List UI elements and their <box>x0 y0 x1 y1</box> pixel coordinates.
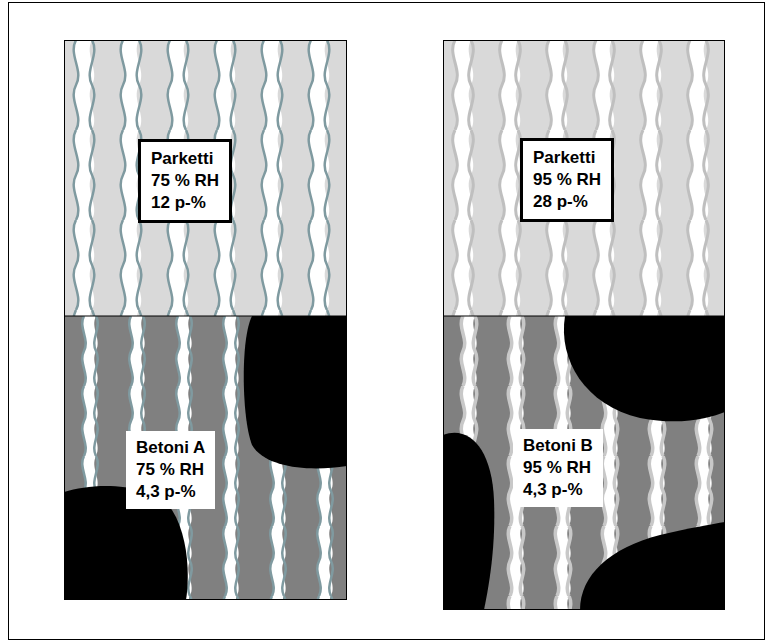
wood-label-box: Parketti75 % RH12 p-% <box>138 139 232 223</box>
concrete-label-box: Betoni A75 % RH4,3 p-% <box>126 431 215 509</box>
wood-label-box: Parketti95 % RH28 p-% <box>520 138 614 222</box>
measurement-value: 12 p-% <box>151 192 219 214</box>
concrete-label-box: Betoni B95 % RH4,3 p-% <box>513 429 603 507</box>
material-name: Parketti <box>533 147 601 169</box>
measurement-value: 75 % RH <box>136 459 205 481</box>
measurement-value: 95 % RH <box>533 169 601 191</box>
measurement-value: 95 % RH <box>523 457 593 479</box>
measurement-value: 4,3 p-% <box>136 481 205 503</box>
material-name: Betoni B <box>523 435 593 457</box>
measurement-value: 28 p-% <box>533 191 601 213</box>
measurement-value: 4,3 p-% <box>523 479 593 501</box>
measurement-value: 75 % RH <box>151 170 219 192</box>
material-name: Parketti <box>151 148 219 170</box>
material-name: Betoni A <box>136 437 205 459</box>
